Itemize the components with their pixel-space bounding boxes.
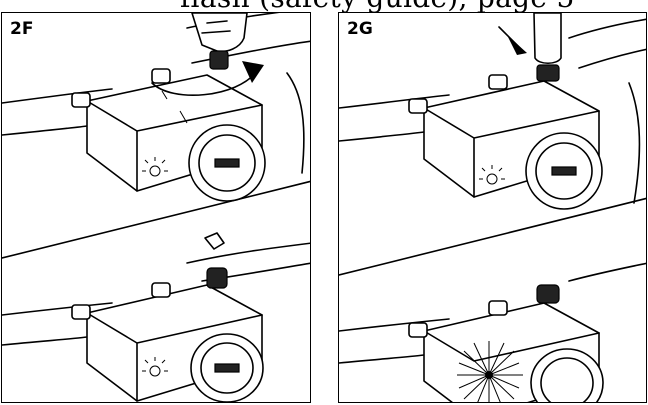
rotate-arrow-head [242,61,264,83]
test-button [536,64,560,82]
strap-band [2,336,88,346]
strap-band [339,318,450,332]
box-edges [86,312,263,402]
contact-post [488,74,508,90]
dial-face [530,348,604,402]
rotate-arrow-icon [151,70,258,96]
strap-band [339,131,425,142]
contact-post [488,300,508,316]
collar-device-bottom [2,232,310,402]
strap-band [628,82,641,204]
dial-ring [540,357,594,402]
strap-band [339,354,425,364]
panel-label-2g: 2G [345,19,375,39]
flash-burst-icon [457,341,523,402]
clipped-header-text: flash (safety guide), page 5 [180,0,575,12]
top-clipped-header: flash (safety guide), page 5 [0,0,648,12]
panel-label-2f: 2F [8,19,36,39]
contact-post [408,322,428,338]
box-edges [86,100,263,192]
collar-device-top [339,13,646,210]
bulb-icon [142,157,168,177]
battery-cap-removed [204,232,225,250]
hand-fingers [201,20,231,34]
contact-post [71,304,91,320]
strap-band [186,242,310,282]
bulb-icon [479,165,505,185]
divider-line [2,180,310,259]
dial-ring [200,342,254,394]
panel-2f-illustration [2,13,310,402]
bulb-icon [142,357,168,377]
strap-band [2,125,88,136]
panel-2g: 2G [338,12,647,403]
press-arrow-shaft [498,26,522,50]
strap-band [568,262,646,282]
contact-post [151,68,171,84]
battery-port [206,267,228,289]
divider-line [339,197,646,276]
strap-band [286,72,305,174]
collar-device-top [2,13,310,202]
contact-post [408,98,428,114]
dial-ring [198,134,256,192]
collar-device-bottom [339,262,646,402]
dial-slot [214,158,240,168]
panel-2g-illustration [339,13,646,402]
dial-slot [551,166,577,176]
contact-post [71,92,91,108]
battery-cap [209,50,229,70]
strap-band [568,18,646,69]
box-seam [161,90,188,124]
contact-post [151,282,171,298]
test-button [536,284,560,304]
dial-ring [535,142,593,200]
panel-2f: 2F [1,12,311,403]
dial-slot [214,363,240,373]
box-edges [423,107,600,198]
finger-icon [533,13,562,65]
